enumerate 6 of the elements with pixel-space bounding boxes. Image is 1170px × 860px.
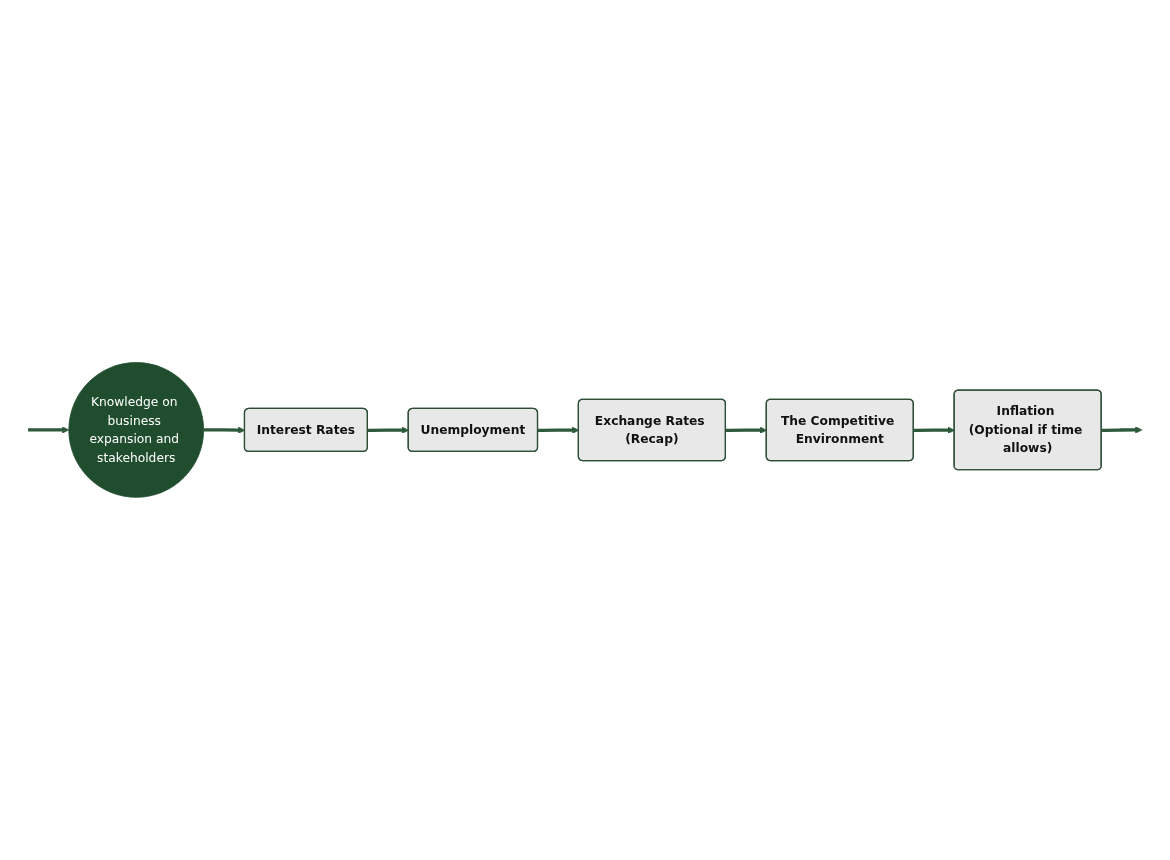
arrow <box>1101 426 1143 434</box>
arrow <box>913 426 955 434</box>
arrow <box>725 426 767 434</box>
arrow <box>367 426 409 434</box>
arrow <box>28 426 70 434</box>
node-circle: Knowledge on business expansion and stakeholders <box>68 362 204 498</box>
